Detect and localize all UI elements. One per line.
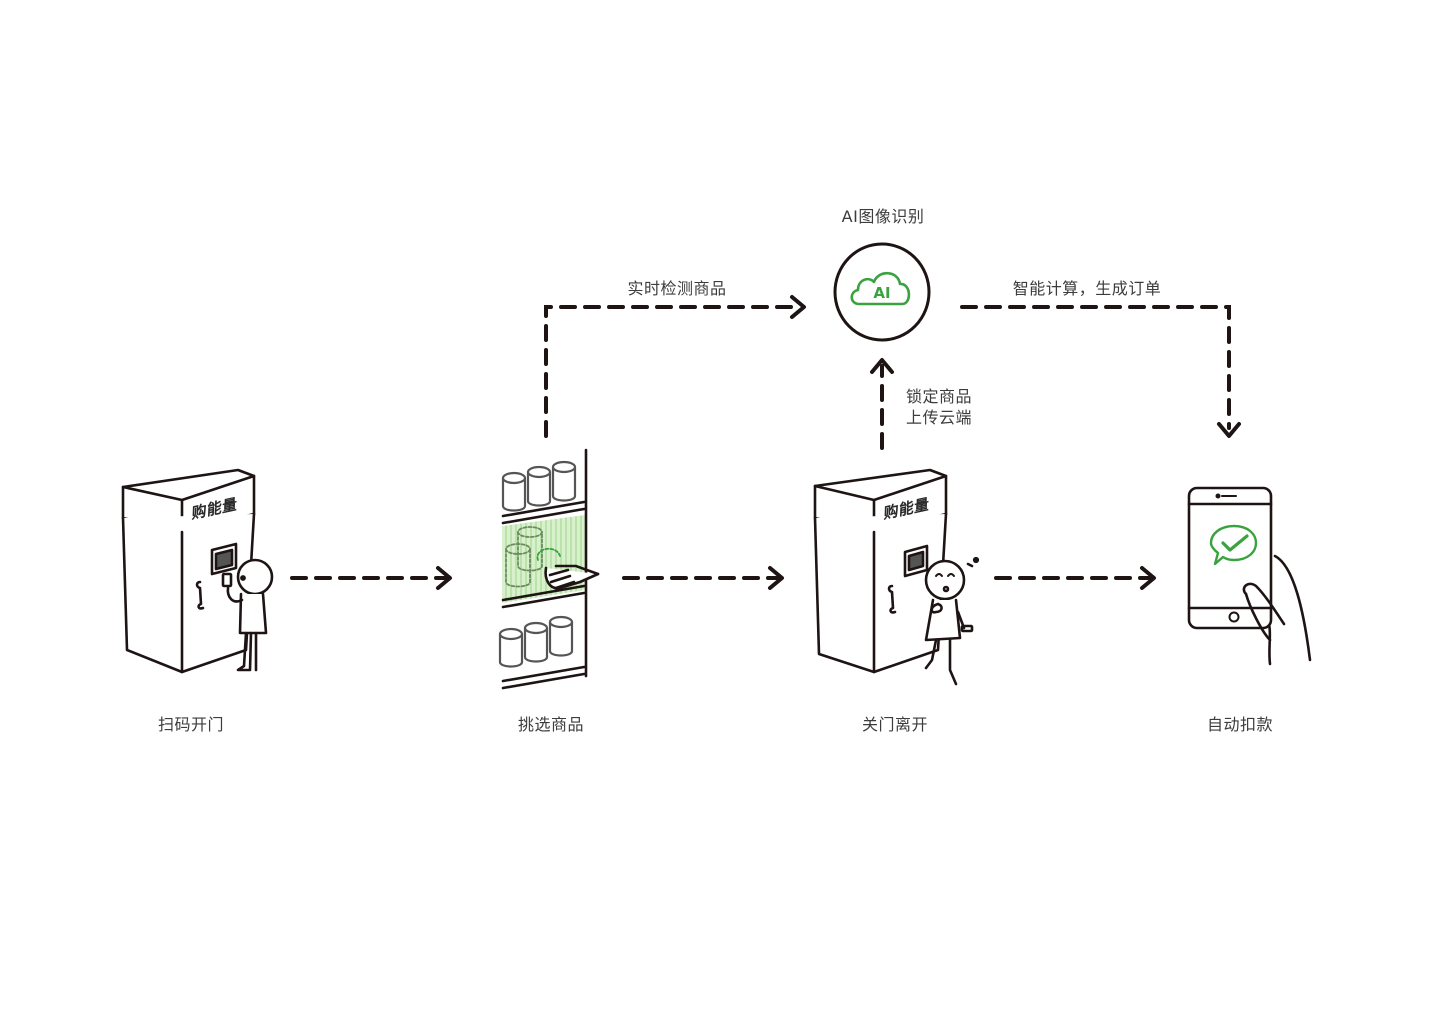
step-label-pick: 挑选商品 <box>517 715 585 734</box>
edge-pick-to-leave <box>622 566 784 590</box>
kiosk-scan-icon <box>121 468 274 674</box>
ai-badge: AI <box>873 284 890 302</box>
shelf-pick-icon <box>498 448 600 690</box>
edge-leave-to-ai <box>870 358 894 450</box>
edge-label-line: 上传云端 <box>906 408 973 427</box>
step-label-leave: 关门离开 <box>861 715 929 734</box>
edge-pick-to-ai <box>544 295 806 438</box>
arrowhead-icon <box>790 295 806 319</box>
ai-cloud-icon <box>850 271 911 306</box>
edge-label-realtime-detect: 实时检测商品 <box>627 279 727 298</box>
phone-pay-icon <box>1187 486 1312 666</box>
arrowhead-icon <box>436 566 452 590</box>
arrowhead-icon <box>870 358 894 374</box>
payment-check-icon <box>1209 524 1258 566</box>
ai-node: AI <box>833 242 931 342</box>
ai-node-title: AI图像识别 <box>841 207 925 226</box>
arrowhead-icon <box>768 566 784 590</box>
step-label-pay: 自动扣款 <box>1206 715 1274 734</box>
arrowhead-icon <box>1140 566 1156 590</box>
edge-ai-to-pay <box>960 305 1241 438</box>
step-label-scan: 扫码开门 <box>157 715 225 734</box>
edge-leave-to-pay <box>994 566 1156 590</box>
edge-label-lock-upload: 锁定商品 上传云端 <box>906 386 972 428</box>
edge-label-smart-order: 智能计算，生成订单 <box>1012 279 1162 298</box>
edge-scan-to-pick <box>290 566 452 590</box>
kiosk-leave-icon <box>813 468 980 686</box>
edge-label-line: 锁定商品 <box>906 387 973 406</box>
arrowhead-icon <box>1217 422 1241 438</box>
connectors <box>290 295 1241 590</box>
